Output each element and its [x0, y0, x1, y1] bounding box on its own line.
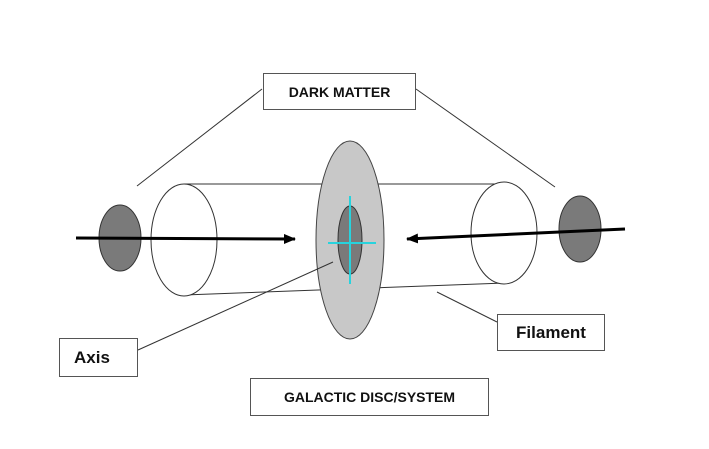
- dark-matter-leader-right: [415, 88, 556, 188]
- inflow-arrow-left: [75, 233, 296, 244]
- inflow-arrow-right: [406, 227, 626, 244]
- galactic-disc-label: GALACTIC DISC/SYSTEM: [250, 378, 489, 416]
- dark-matter-label: DARK MATTER: [263, 73, 416, 110]
- dark-matter-leader-left: [136, 88, 263, 187]
- filament-label: Filament: [497, 314, 605, 351]
- filament-leader: [436, 291, 498, 323]
- axis-leader: [137, 261, 334, 351]
- axis-label: Axis: [59, 338, 138, 377]
